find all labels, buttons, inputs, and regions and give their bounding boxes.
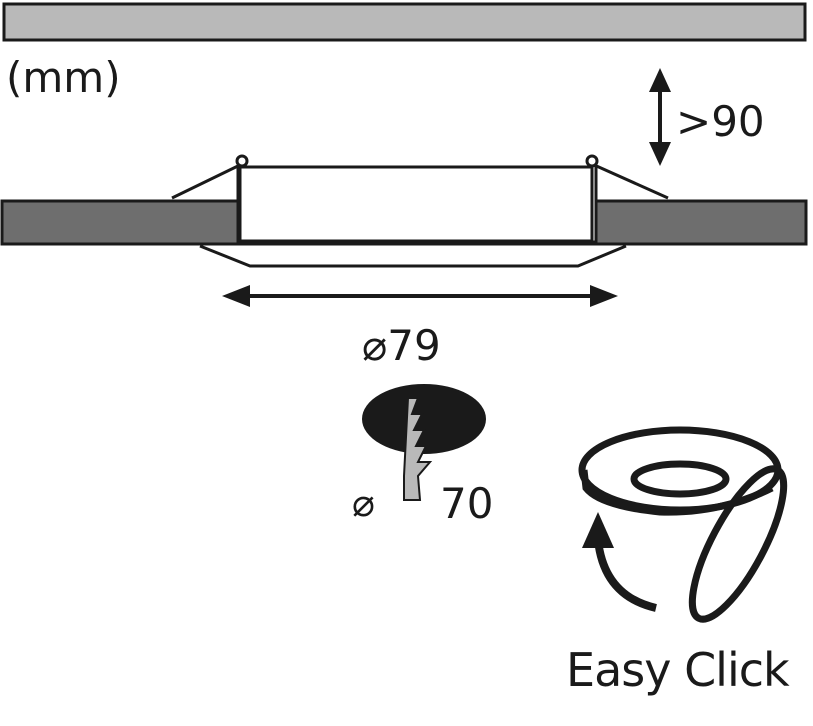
cutout-symbol: ⌀ (352, 481, 375, 525)
spring-clip-left (171, 162, 243, 200)
cutout-hole (362, 384, 486, 454)
vertical-double-arrow-icon (649, 68, 671, 166)
ceiling-slab (2, 2, 807, 42)
clearance-label: >90 (676, 97, 765, 146)
bezel-trim (199, 244, 627, 268)
easy-click-label: Easy Click (566, 643, 790, 697)
fixture (171, 154, 669, 268)
clip-pivot-left (235, 154, 249, 168)
ceiling-board-left (0, 199, 240, 246)
bezel-diameter-label: ⌀79 (362, 321, 441, 370)
ceiling-board-right (594, 199, 808, 246)
spring-clip-right (591, 162, 669, 200)
easy-click-ring-icon (578, 426, 788, 623)
clip-pivot-right (585, 154, 599, 168)
fixture-housing (238, 165, 594, 243)
cutout-value: 70 (440, 479, 493, 528)
rotate-arrow-icon (582, 512, 657, 612)
horizontal-double-arrow-icon (222, 285, 618, 307)
drill-icon (403, 397, 433, 501)
units-label: (mm) (6, 53, 121, 102)
